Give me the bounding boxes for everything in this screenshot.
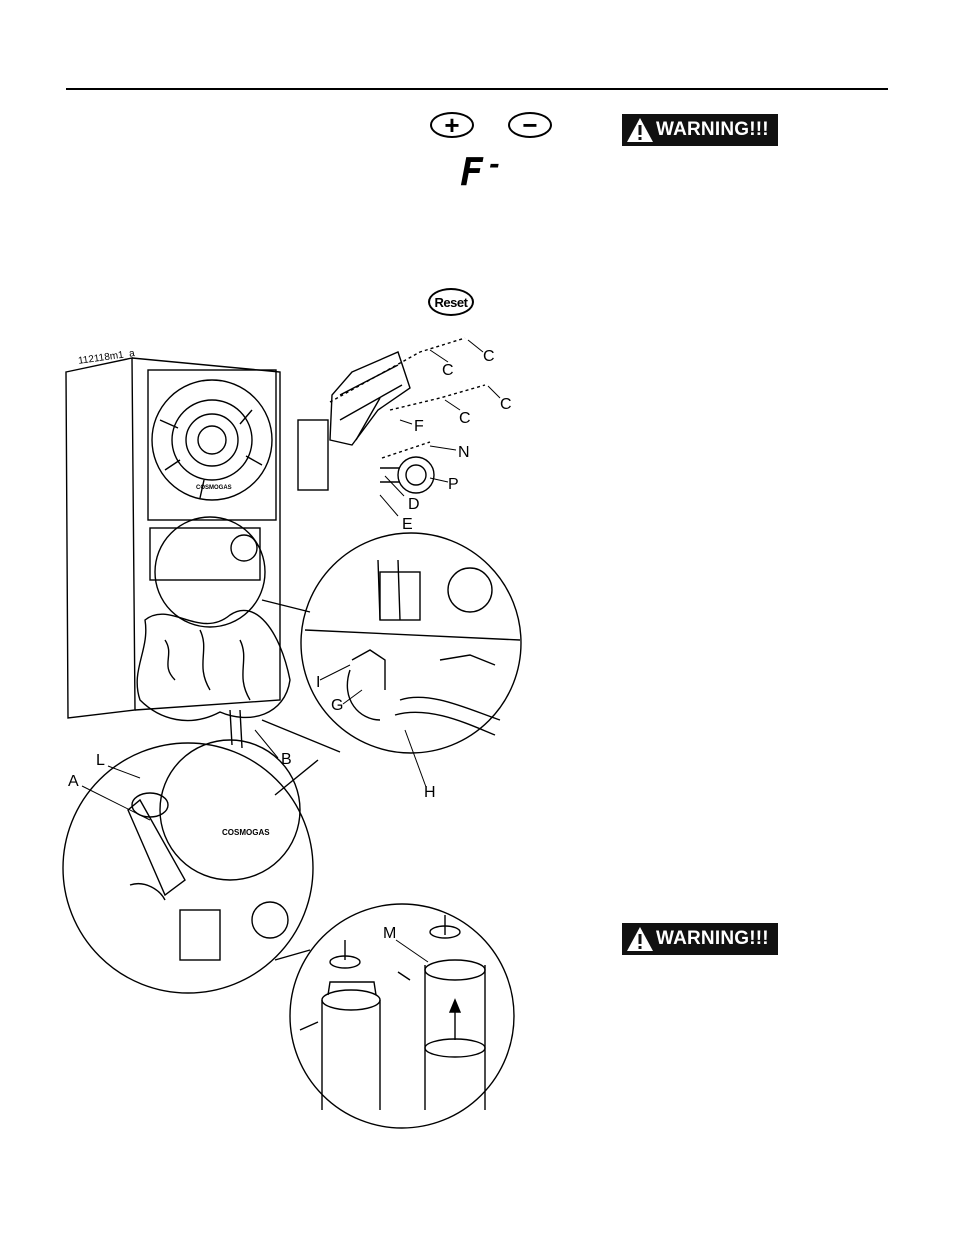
reset-button[interactable]: Reset (428, 288, 474, 316)
warning-badge-2: WARNING!!! (622, 923, 778, 955)
warning-label-1: WARNING!!! (656, 119, 769, 140)
display-code: F- (460, 150, 503, 194)
callout-p: P (448, 476, 459, 493)
callout-f: F (414, 418, 424, 435)
callout-l: L (96, 752, 105, 769)
header-rule (66, 88, 888, 90)
reset-label: Reset (434, 294, 468, 310)
callout-i: I (316, 674, 321, 691)
plus-icon: + (444, 110, 460, 140)
callout-n: N (458, 444, 470, 461)
callout-c4: C (500, 396, 512, 413)
callout-c3: C (459, 410, 471, 427)
callout-d: D (408, 496, 420, 513)
callout-c1: C (442, 362, 454, 379)
warning-triangle-icon (627, 927, 653, 951)
callout-b: B (281, 751, 292, 768)
warning-triangle-icon (627, 118, 653, 142)
callout-a: A (68, 773, 79, 790)
callout-m: M (383, 925, 397, 942)
minus-button[interactable]: − (508, 112, 552, 138)
display-code-suffix: - (486, 150, 503, 180)
callout-e: E (402, 516, 413, 533)
warning-label-2: WARNING!!! (656, 928, 769, 949)
display-code-letter: F (460, 150, 483, 194)
warning-badge-1: WARNING!!! (622, 114, 778, 146)
callout-c2: C (483, 348, 495, 365)
callout-h: H (424, 784, 436, 801)
brand-mark-1: COSMOGAS (196, 485, 232, 491)
callout-g: G (331, 697, 344, 714)
minus-icon: − (522, 110, 538, 140)
plus-button[interactable]: + (430, 112, 474, 138)
brand-mark-2: COSMOGAS (222, 828, 270, 837)
